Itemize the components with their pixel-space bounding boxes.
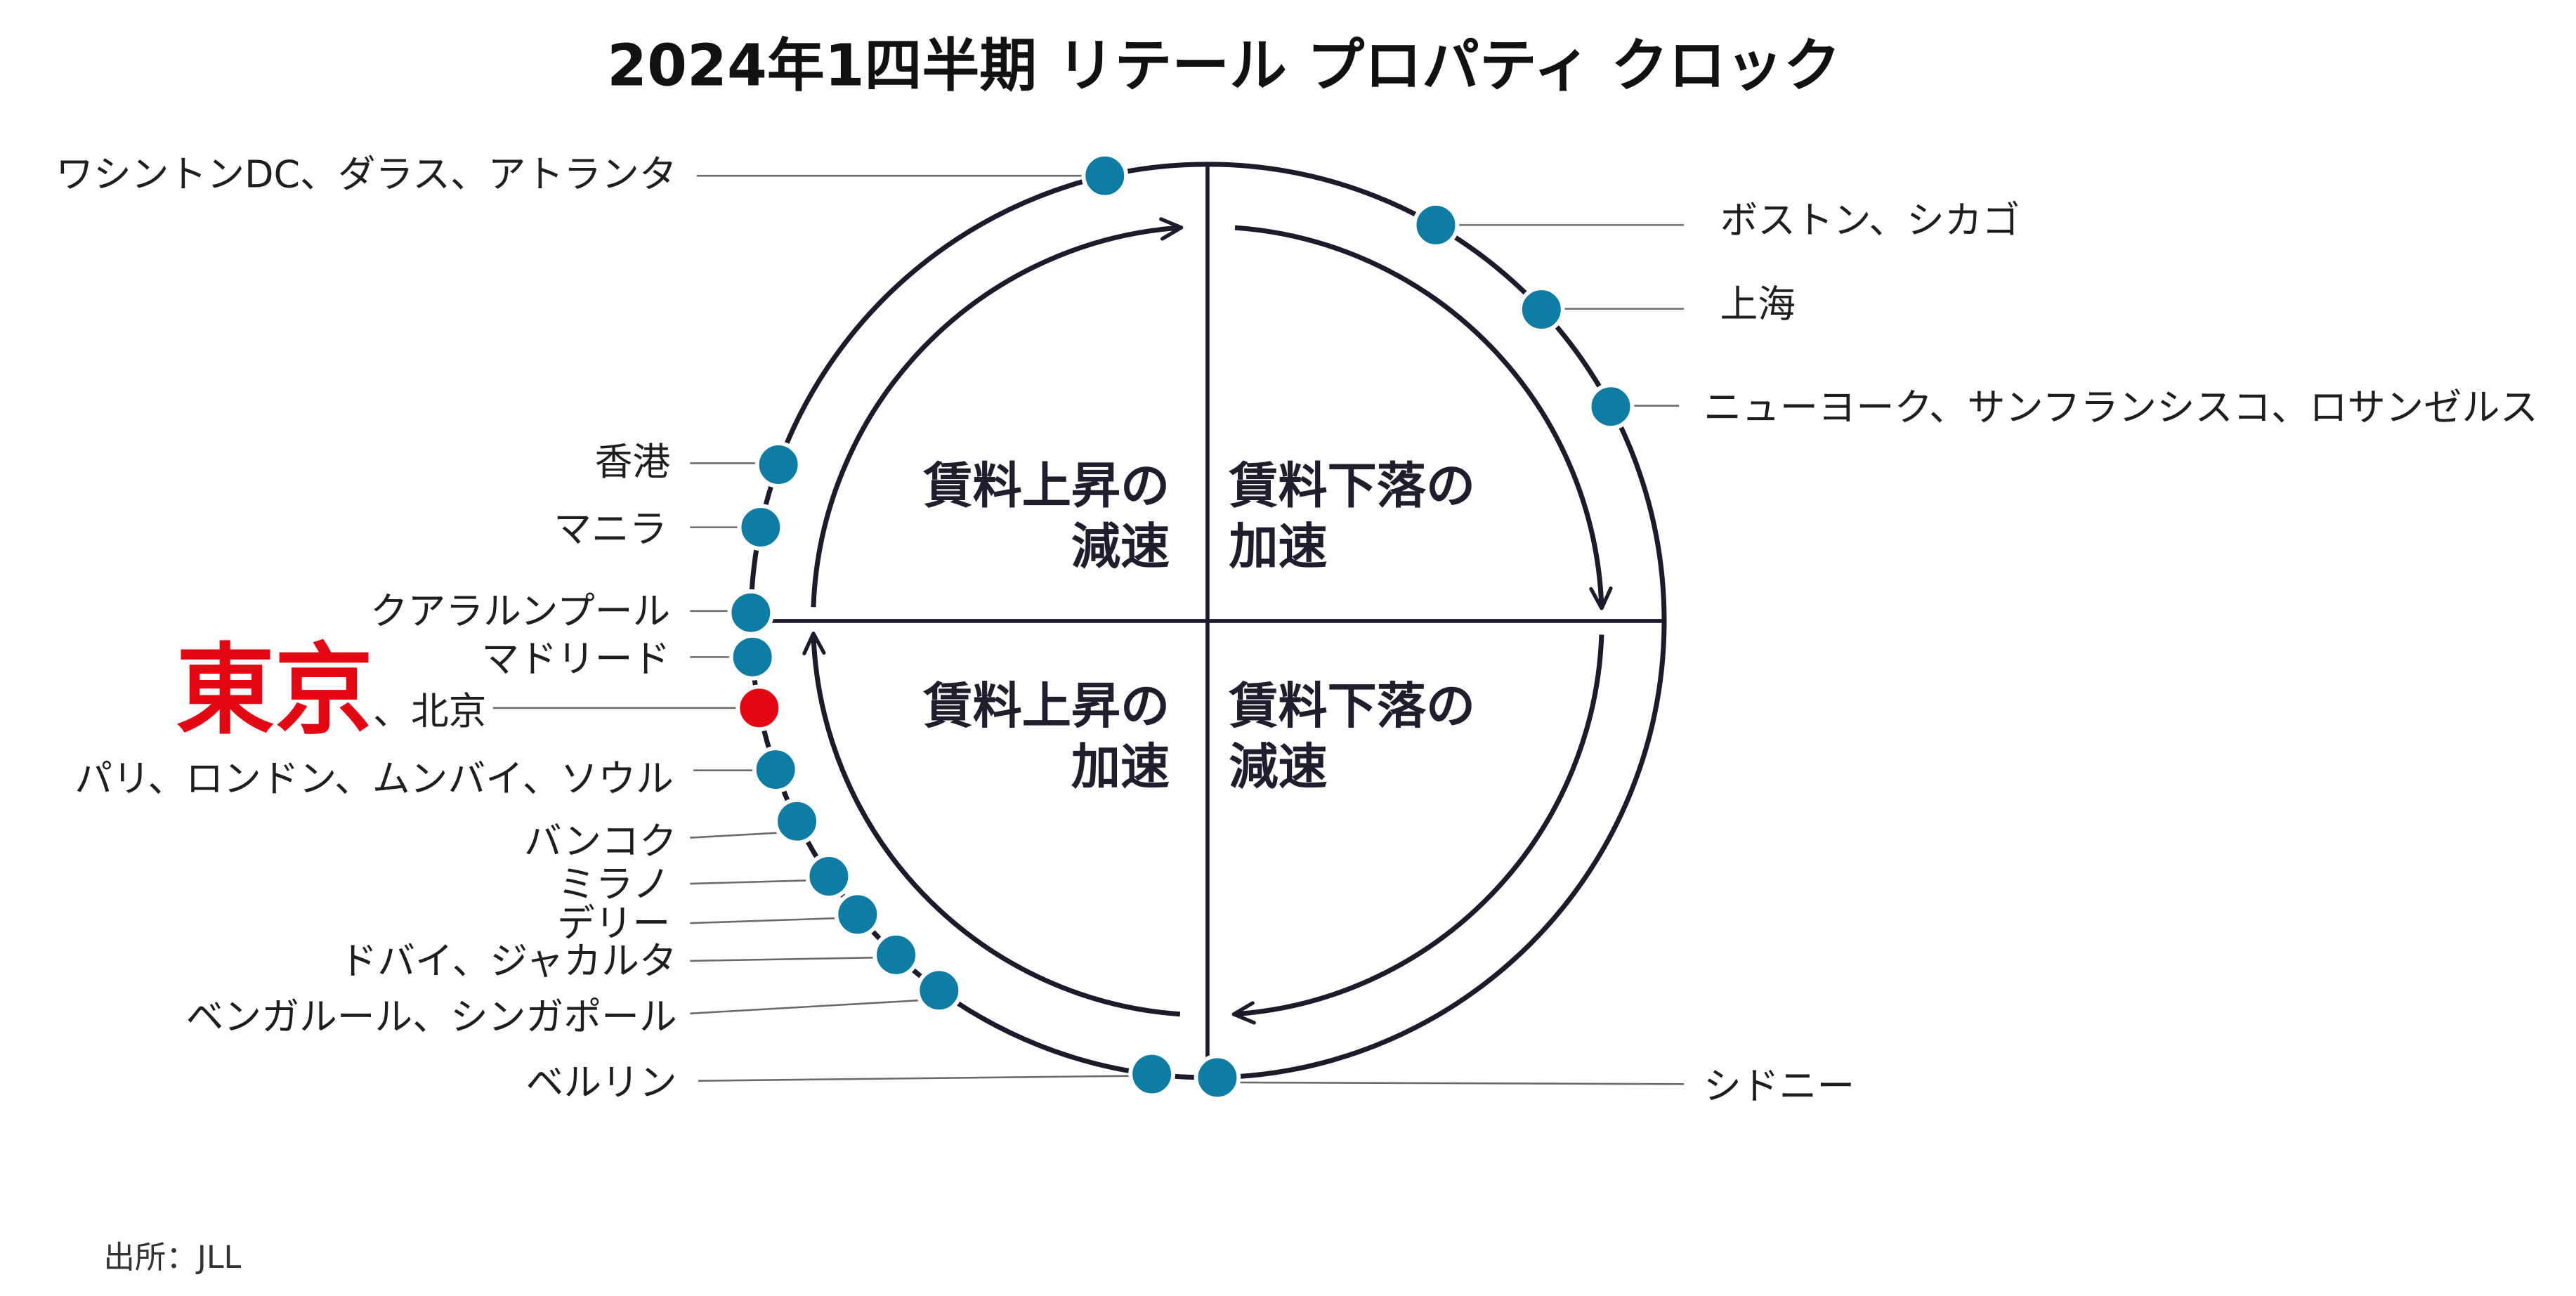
cycle-arrow-bottom-right [1231, 634, 1604, 1025]
city-marker-paris-london-mumbai-seoul: パリ、ロンドン、ムンバイ、ソウル [74, 746, 799, 801]
page-title: 2024年1四半期 リテール プロパティ クロック [607, 33, 1841, 100]
city-marker-dubai-jakarta: ドバイ、ジャカルタ [339, 931, 920, 983]
city-dot [1081, 152, 1129, 199]
quadrant-top-left-line1: 賃料上昇の [922, 457, 1170, 515]
city-marker-shanghai: 上海 [1517, 282, 1796, 333]
leader-line [698, 1075, 1131, 1082]
city-label-sydney: シドニー [1704, 1063, 1855, 1108]
city-label-washington-dallas-atlanta: ワシントンDC、ダラス、アトランタ [55, 152, 676, 197]
city-label-dubai-jakarta: ドバイ、ジャカルタ [339, 939, 676, 983]
cycle-arrow-bottom-left [802, 631, 1181, 1017]
leader-line [690, 957, 875, 962]
city-label-madrid: マドリード [481, 636, 670, 681]
city-dot [805, 853, 853, 900]
city-marker-manila: マニラ [554, 504, 785, 551]
city-marker-bengaluru-singapore: ベンガルール、シンガポール [186, 967, 963, 1039]
city-marker-sydney: シドニー [1194, 1054, 1855, 1108]
quadrant-bottom-left-line2: 加速 [1071, 738, 1170, 795]
quadrant-top-left-line2: 減速 [1071, 518, 1170, 575]
quadrant-top-left: 賃料上昇の 減速 [922, 457, 1170, 576]
city-label-delhi: デリー [557, 901, 670, 945]
city-label-boston-chicago: ボストン、シカゴ [1720, 198, 2020, 242]
quadrant-top-right-line2: 加速 [1229, 518, 1327, 575]
city-dot [752, 746, 799, 793]
city-dot [728, 634, 776, 681]
city-label-kualalumpur: クアラルンプール [370, 589, 670, 634]
city-marker-kualalumpur: クアラルンプール [370, 589, 775, 636]
city-label-newyork-sanfrancisco-losangeles: ニューヨーク、サンフランシスコ、ロサンゼルス [1704, 386, 2538, 430]
quadrant-bottom-left: 賃料上昇の 加速 [922, 677, 1170, 796]
quadrant-bottom-right: 賃料下落の 減速 [1228, 677, 1475, 796]
city-marker-newyork-sanfrancisco-losangeles: ニューヨーク、サンフランシスコ、ロサンゼルス [1587, 383, 2538, 431]
city-dot [872, 931, 920, 978]
city-dot [1194, 1054, 1241, 1101]
city-dot [1128, 1050, 1175, 1098]
leader-line [690, 879, 809, 885]
city-marker-delhi: デリー [557, 891, 882, 945]
city-dot [1412, 202, 1460, 249]
city-label-paris-london-mumbai-seoul: パリ、ロンドン、ムンバイ、ソウル [74, 757, 674, 801]
leader-line [690, 999, 920, 1015]
city-label-milan: ミラノ [558, 862, 670, 906]
city-marker-washington-dallas-atlanta: ワシントンDC、ダラス、アトランタ [55, 152, 1129, 199]
city-label-tokyo-beijing: 東京、北京 [176, 634, 486, 748]
city-dot [754, 441, 802, 488]
city-dot [1517, 286, 1565, 333]
leader-line [1238, 1081, 1685, 1085]
city-dot-highlight [735, 684, 783, 732]
city-dot [773, 797, 820, 845]
city-label-beijing: 、北京 [373, 689, 486, 733]
quadrant-top-right: 賃料下落の 加速 [1228, 457, 1475, 576]
city-marker-tokyo-beijing: 東京、北京 [176, 634, 783, 748]
leader-line [690, 832, 779, 839]
city-marker-bangkok: バンコク [524, 797, 820, 863]
city-marker-berlin: ベルリン [526, 1050, 1175, 1105]
city-marker-madrid: マドリード [481, 634, 776, 681]
quadrant-bottom-right-line2: 減速 [1229, 738, 1327, 795]
city-label-tokyo: 東京 [176, 634, 373, 748]
quadrant-bottom-left-line1: 賃料上昇の [922, 677, 1170, 735]
city-label-bangkok: バンコク [524, 819, 677, 863]
city-label-manila: マニラ [554, 507, 667, 551]
city-marker-boston-chicago: ボストン、シカゴ [1412, 198, 2020, 249]
cycle-arrow-top-right [1234, 225, 1613, 610]
quadrant-top-right-line1: 賃料下落の [1228, 457, 1475, 515]
city-marker-hongkong: 香港 [595, 440, 802, 488]
city-dot [737, 504, 785, 551]
leader-line [690, 917, 837, 924]
city-label-berlin: ベルリン [526, 1061, 677, 1105]
city-dot [727, 589, 775, 636]
quadrant-bottom-right-line1: 賃料下落の [1228, 677, 1475, 735]
city-dot [915, 967, 963, 1014]
source-note: 出所：JLL [104, 1240, 242, 1276]
city-marker-milan: ミラノ [558, 853, 853, 906]
city-dot [1587, 383, 1635, 431]
city-label-shanghai: 上海 [1720, 282, 1796, 326]
city-label-bengaluru-singapore: ベンガルール、シンガポール [186, 995, 677, 1039]
cycle-arrow-top-left [811, 217, 1184, 608]
city-dot [834, 891, 882, 938]
city-label-hongkong: 香港 [595, 440, 671, 484]
